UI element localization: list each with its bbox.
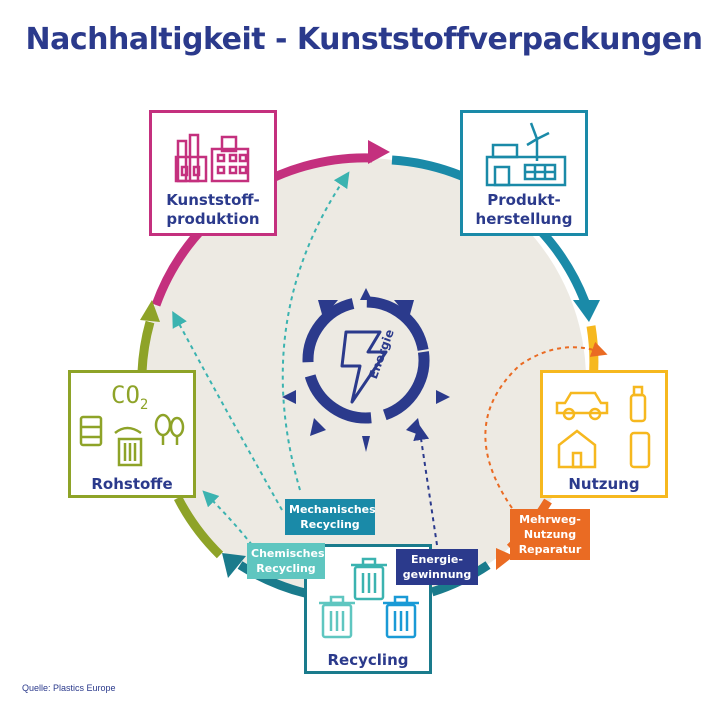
stage-label-nutzung: Nutzung (568, 475, 640, 493)
oil-barrel-icon (79, 415, 103, 447)
tag-line: Recycling (256, 562, 316, 575)
bucket-icon (114, 426, 143, 467)
tag-line: Energie- (411, 553, 463, 566)
tag-line: Mechanisches (289, 503, 376, 516)
tag-line: Recycling (300, 518, 360, 531)
stage-label-kunststoffproduktion: Kunststoff- produktion (152, 191, 274, 229)
tag-line: Mehrweg- (519, 513, 581, 526)
stage-kunststoffproduktion: Kunststoff- produktion (149, 110, 277, 236)
tag-line: gewinnung (402, 568, 472, 581)
flow-chemical-to-production (172, 310, 283, 511)
factory-icon (174, 133, 250, 183)
tag-mehrweg-nutzung: Mehrweg- Nutzung Reparatur (510, 509, 590, 560)
stage-label-line: herstellung (475, 210, 573, 228)
flow-chemical-to-rohstoffe (202, 490, 253, 546)
stage-label-recycling: Recycling (327, 651, 409, 669)
tag-line: Reparatur (518, 543, 582, 556)
center-circle (142, 158, 586, 602)
source-note: Quelle: Plastics Europe (22, 683, 116, 693)
stage-nutzung: Nutzung (540, 370, 668, 498)
energy-gear-icon (282, 288, 450, 452)
arrow-head-orange (496, 548, 514, 570)
stage-label-produktherstellung: Produkt- herstellung (463, 191, 585, 229)
stage-label-line: Kunststoff- (166, 191, 260, 209)
stage-recycling: Recycling (304, 544, 432, 674)
tag-line: Nutzung (523, 528, 577, 541)
factory-windmill-icon (485, 122, 567, 187)
stage-label-line: produktion (166, 210, 260, 228)
trees-icon (154, 413, 185, 445)
arrow-head-olive (140, 300, 160, 322)
stage-produktherstellung: Produkt- herstellung (460, 110, 588, 236)
usage-icons (555, 385, 651, 469)
co2-label: CO2 (111, 381, 148, 413)
flow-mechanical-to-production (281, 171, 350, 491)
car-icon (555, 391, 609, 421)
tag-mechanisches-recycling: Mechanisches Recycling (285, 499, 376, 535)
tag-chemisches-recycling: Chemisches Recycling (247, 543, 325, 579)
tag-energiegewinnung: Energie- gewinnung (396, 549, 478, 585)
cycle-arc-olive-lower (173, 495, 224, 559)
flow-energy-recovery (413, 424, 438, 546)
page-title: Nachhaltigkeit - Kunststoffverpackungen (25, 22, 703, 57)
trash-bins-icon (319, 557, 419, 639)
bottle-icon (629, 385, 647, 423)
cycle-arc-darkteal-left (237, 561, 307, 598)
co2-subscript: 2 (139, 396, 149, 413)
stage-rohstoffe: CO2 Rohstoffe (68, 370, 196, 498)
flow-reuse-loop (484, 341, 608, 509)
stage-label-rohstoffe: Rohstoffe (91, 475, 173, 493)
co2-text: CO (111, 381, 140, 409)
raw-material-icons (79, 413, 185, 467)
stage-label-line: Produkt- (487, 191, 561, 209)
house-icon (557, 429, 597, 469)
arrow-head-teal (573, 300, 600, 322)
arrow-head-darkteal (222, 553, 246, 578)
arrow-head-magenta (368, 140, 390, 164)
tag-line: Chemisches (251, 547, 325, 560)
phone-icon (629, 431, 651, 469)
